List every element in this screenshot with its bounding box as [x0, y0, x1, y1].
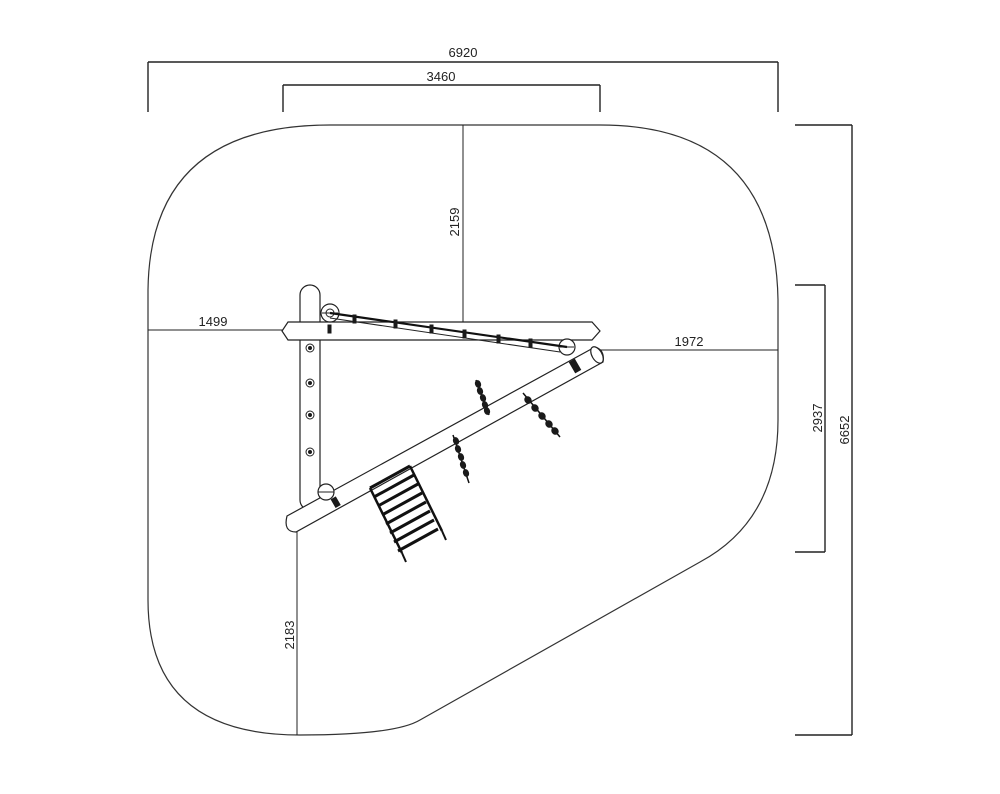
- dimension-left-gap: 1499: [148, 314, 283, 331]
- dimension-label-left-gap: 1499: [199, 314, 228, 329]
- dimension-right-gap: 1972: [600, 334, 778, 351]
- rope-ladder: [368, 464, 447, 563]
- dimension-partial-height: 2937: [795, 284, 826, 553]
- dimension-overall-width: 6920: [147, 45, 779, 112]
- dimension-label-overall-width: 6920: [449, 45, 478, 60]
- bead-rope-2: [522, 392, 561, 438]
- dimension-inner-width: 3460: [282, 69, 601, 112]
- dimension-label-bottom-gap: 2183: [282, 621, 297, 650]
- dimension-label-top-gap: 2159: [447, 208, 462, 237]
- bead-rope-3: [452, 434, 470, 484]
- dimension-bottom-gap: 2183: [282, 527, 298, 735]
- joint-bottom-left: [317, 483, 341, 509]
- dimension-label-overall-height: 6652: [837, 416, 852, 445]
- bead-rope-1: [474, 379, 491, 416]
- dimension-top-gap: 2159: [447, 125, 464, 322]
- vertical-post: [299, 284, 321, 511]
- dimension-label-inner-width: 3460: [427, 69, 456, 84]
- dimension-overall-height: 6652: [795, 124, 853, 736]
- dimension-label-right-gap: 1972: [675, 334, 704, 349]
- safety-zone-outline: [147, 124, 779, 736]
- top-beam: [281, 321, 601, 341]
- dimension-label-partial-height: 2937: [810, 404, 825, 433]
- tension-rope: [327, 311, 568, 353]
